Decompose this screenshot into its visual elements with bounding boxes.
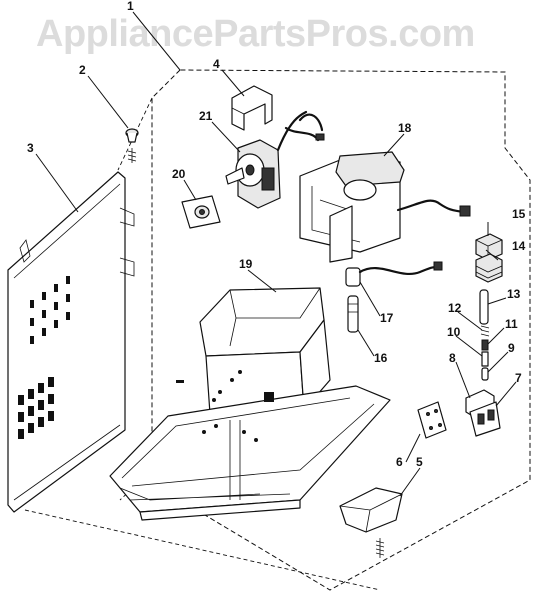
callout-6: 6 [396,455,403,469]
assembly-boundary [151,69,531,591]
callout-12: 12 [448,301,462,315]
part-12-spring[interactable] [480,325,490,337]
part-13-pin[interactable] [479,289,489,325]
part-9-pin[interactable] [481,367,489,381]
part-16-sensor[interactable] [347,295,359,333]
callout-9: 9 [508,341,515,355]
callout-labels: 1 2 3 4 5 6 7 8 9 10 11 12 13 14 15 16 1… [27,0,526,469]
part-15-cube[interactable] [475,233,503,261]
part-10-plunger[interactable] [481,351,489,367]
callout-4: 4 [213,57,220,71]
callout-19: 19 [239,257,253,271]
part-2-screw[interactable] [125,128,139,163]
part-18-housing[interactable] [299,151,471,263]
callout-11: 11 [505,317,518,331]
leader-lines [35,11,517,497]
part-11-clip[interactable] [481,339,489,351]
callout-8: 8 [449,351,456,365]
callout-18: 18 [398,121,412,135]
callout-20: 20 [172,167,186,181]
callout-10: 10 [447,325,461,339]
callout-1: 1 [127,0,134,13]
callout-7: 7 [515,371,522,385]
callout-17: 17 [380,311,394,325]
callout-3: 3 [27,141,34,155]
part-6-plate[interactable] [417,401,447,439]
callout-5: 5 [416,455,423,469]
part-19-chassis[interactable] [109,287,391,521]
callout-16: 16 [374,351,388,365]
callout-14: 14 [512,239,526,253]
callout-21: 21 [199,109,213,123]
callout-13: 13 [507,287,521,301]
callout-2: 2 [79,63,86,77]
callout-15: 15 [512,207,526,221]
part-5-tray[interactable] [339,487,403,558]
part-21-motor[interactable] [225,110,325,209]
part-3-back-panel[interactable] [7,171,135,513]
part-4-cover[interactable] [231,85,273,131]
watermark-text: AppliancePartsPros.com [36,13,475,55]
part-17-valve[interactable] [345,261,443,287]
part-7-bracket[interactable] [469,401,501,437]
part-14-coil[interactable] [475,253,503,283]
part-20-bracket[interactable] [181,195,221,229]
